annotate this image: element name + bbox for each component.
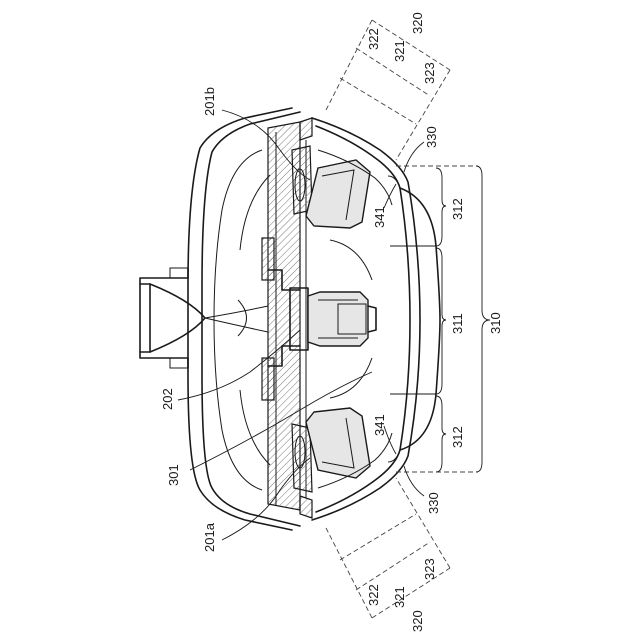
housing-inner-arcs	[214, 150, 270, 490]
label-202: 202	[160, 388, 175, 410]
label-201b: 201b	[202, 87, 217, 116]
label-312-top: 312	[450, 198, 465, 220]
label-322-bottom: 322	[366, 584, 381, 606]
label-321-top: 321	[392, 40, 407, 62]
label-301: 301	[166, 464, 181, 486]
label-341-bottom: 341	[372, 414, 387, 436]
label-341-top: 341	[372, 206, 387, 228]
label-311: 311	[450, 313, 465, 334]
label-323-top: 323	[422, 62, 437, 84]
label-330-bottom: 330	[426, 492, 441, 514]
label-322-top: 322	[366, 28, 381, 50]
led-module-top	[292, 146, 370, 228]
label-320-bottom: 320	[410, 610, 425, 632]
label-201a: 201a	[202, 522, 217, 552]
led-module-center	[290, 288, 376, 350]
label-310: 310	[488, 312, 503, 334]
label-321-bottom: 321	[392, 586, 407, 608]
led-module-bottom	[292, 408, 370, 492]
label-330-top: 330	[424, 126, 439, 148]
label-323-bottom: 323	[422, 558, 437, 580]
base-socket	[140, 268, 205, 368]
label-320-top: 320	[410, 12, 425, 34]
label-312-bottom: 312	[450, 426, 465, 448]
